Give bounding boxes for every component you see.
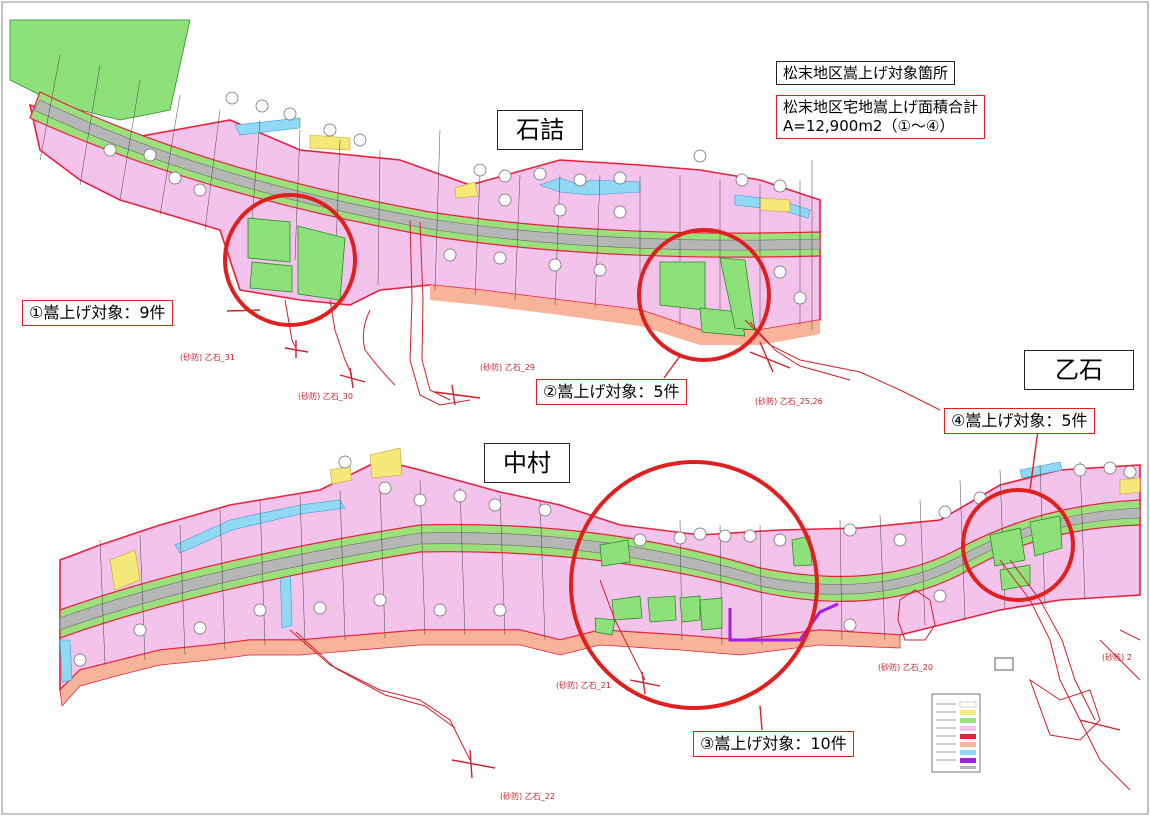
tree-symbols-lower [73, 455, 1137, 667]
orange-fringe-lower [59, 629, 901, 707]
sabo-label-30: (砂防) 乙石_30 [298, 392, 353, 401]
target-circle-2 [637, 228, 771, 362]
sabo-label-25-26: (砂防) 乙石_25,26 [755, 397, 823, 406]
sabo-dams-lower [451, 671, 1121, 779]
purple-boundary-line [728, 602, 839, 642]
legend-table [931, 693, 981, 773]
target-parcels-4 [989, 515, 1063, 591]
culvert-box [994, 657, 1014, 671]
sabo-linework-upper [284, 219, 941, 411]
upper-section [9, 19, 941, 411]
yellow-parcels-lower [109, 447, 1141, 591]
target-parcels-3 [594, 535, 813, 636]
place-label-otoishi: 乙石 [1024, 350, 1134, 390]
target-callout-1: ①嵩上げ対象：9件 [22, 300, 173, 326]
target-callout-2: ②嵩上げ対象：5件 [536, 379, 687, 405]
road-surface-upper [33, 99, 821, 251]
sabo-label-edge: (砂防) 2 [1102, 653, 1132, 662]
map-title: 松末地区嵩上げ対象箇所 [776, 61, 956, 85]
tree-symbols-upper [103, 91, 807, 305]
target-parcels-2 [659, 257, 756, 337]
sabo-label-20: (砂防) 乙石_20 [878, 663, 933, 672]
sabo-label-22: (砂防) 乙石_22 [500, 792, 555, 801]
target-circles [223, 193, 1075, 710]
target-parcels-1 [247, 217, 346, 301]
target-circle-1 [223, 193, 357, 327]
target-callout-3: ③嵩上げ対象：10件 [693, 731, 854, 757]
farmland-upper-left [9, 19, 191, 121]
target-callout-4: ④嵩上げ対象：5件 [944, 408, 1095, 434]
water-channel-lower [59, 461, 1063, 683]
place-label-ishizume: 石詰 [497, 110, 583, 150]
road-surface-lower [59, 507, 1141, 631]
area-total-box: 松末地区宅地嵩上げ面積合計 A=12,900m2（①～④） [776, 95, 986, 139]
callout-leaders [226, 309, 1039, 731]
lower-section [59, 447, 1141, 791]
place-label-nakamura: 中村 [484, 443, 570, 483]
target-circle-4 [961, 488, 1075, 602]
sabo-dams-upper [284, 340, 791, 406]
area-total-value: A=12,900m2（①～④） [783, 117, 955, 135]
sabo-label-29: (砂防) 乙石_29 [480, 363, 535, 372]
sabo-label-21: (砂防) 乙石_21 [556, 681, 611, 690]
sabo-label-31: (砂防) 乙石_31 [180, 353, 235, 362]
target-circle-3 [569, 460, 819, 710]
area-total-title: 松末地区宅地嵩上げ面積合計 [783, 98, 979, 116]
